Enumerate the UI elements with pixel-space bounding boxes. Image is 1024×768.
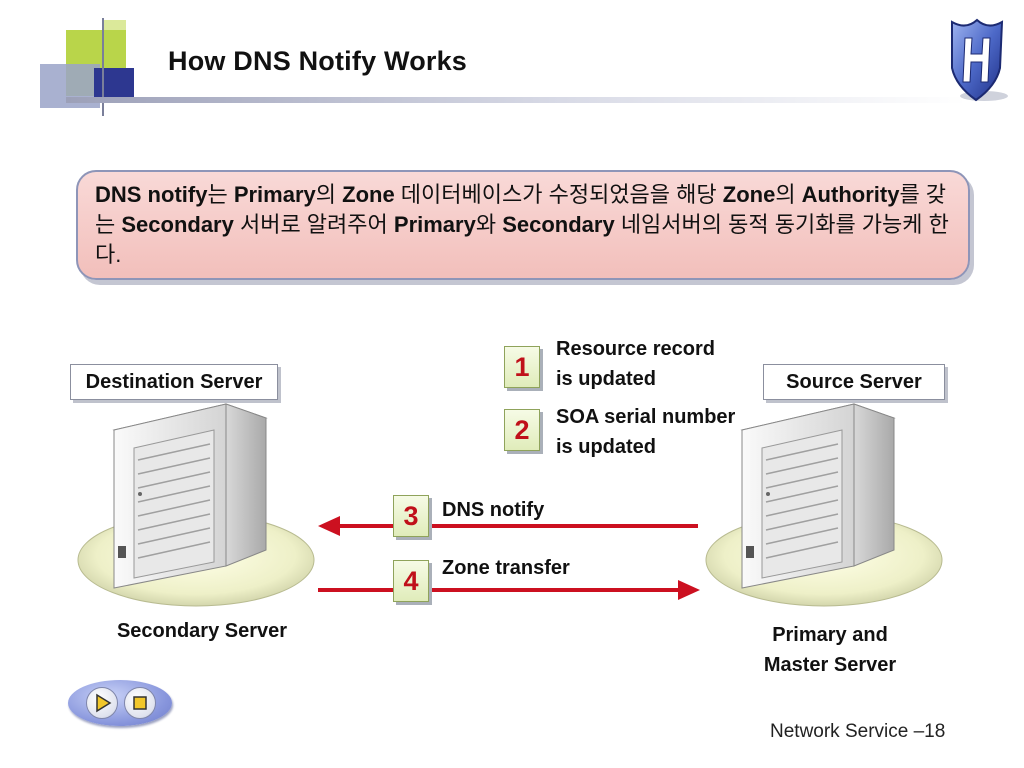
page-title: How DNS Notify Works xyxy=(168,46,468,76)
step-text: Zone transfer xyxy=(442,557,570,579)
arrow-head-left-icon xyxy=(318,516,340,536)
callout-text-segment: 의 xyxy=(315,182,343,207)
callout-keyword: Zone xyxy=(342,182,395,207)
step-text: SOA serial number xyxy=(556,406,736,428)
shield-logo-icon xyxy=(951,18,1008,102)
header-divider xyxy=(102,18,104,116)
secondary-server-caption: Secondary Server xyxy=(116,620,288,642)
step-number: 1 xyxy=(504,346,540,388)
description-callout: DNS notify는 Primary의 Zone 데이터베이스가 수정되었음을… xyxy=(76,170,970,280)
callout-text-segment: 서버로 알려주어 xyxy=(233,212,394,237)
callout-keyword: Authority xyxy=(801,182,900,207)
footer-page-number: Network Service –18 xyxy=(770,721,946,742)
stop-icon xyxy=(133,696,147,710)
step-text: is updated xyxy=(556,368,657,390)
header-decoration xyxy=(94,68,134,102)
callout-text-segment: 데이터베이스가 수정되었음을 해당 xyxy=(394,182,723,207)
callout-keyword: Secondary xyxy=(502,212,615,237)
arrow-head-right-icon xyxy=(678,580,700,600)
callout-text-segment: 는 xyxy=(207,182,234,207)
callout-text-segment: 의 xyxy=(775,182,802,207)
header-underline xyxy=(66,97,966,103)
stop-button[interactable] xyxy=(124,687,156,719)
callout-text-segment: 네임서버의 동적 동기화를 가능케 한다. xyxy=(95,212,949,267)
callout-keyword: DNS notify xyxy=(95,182,208,207)
callout-text-segment: 와 xyxy=(475,212,503,237)
callout-keyword: Secondary xyxy=(121,212,234,237)
source-server-label: Source Server xyxy=(763,364,945,400)
callout-keyword: Primary xyxy=(393,212,476,237)
nav-controls xyxy=(68,680,172,726)
step-number: 2 xyxy=(504,409,540,451)
server-icon xyxy=(77,403,315,607)
play-icon xyxy=(96,693,112,713)
step-number: 4 xyxy=(393,560,429,602)
primary-server-caption-line1: Primary and xyxy=(772,624,888,646)
destination-server-label: Destination Server xyxy=(70,364,278,400)
callout-keyword: Zone xyxy=(722,182,776,207)
callout-text-segment: 를 갖는 xyxy=(95,182,947,237)
server-icon xyxy=(705,403,943,607)
primary-server-caption-line2: Master Server xyxy=(763,654,897,676)
description-text: DNS notify는 Primary의 Zone 데이터베이스가 수정되었음을… xyxy=(95,180,950,270)
callout-keyword: Primary xyxy=(233,182,316,207)
step-number: 3 xyxy=(393,495,429,537)
step-text: is updated xyxy=(556,436,657,458)
step-text: Resource record xyxy=(556,338,715,360)
play-button[interactable] xyxy=(86,687,118,719)
step-text: DNS notify xyxy=(442,499,545,521)
